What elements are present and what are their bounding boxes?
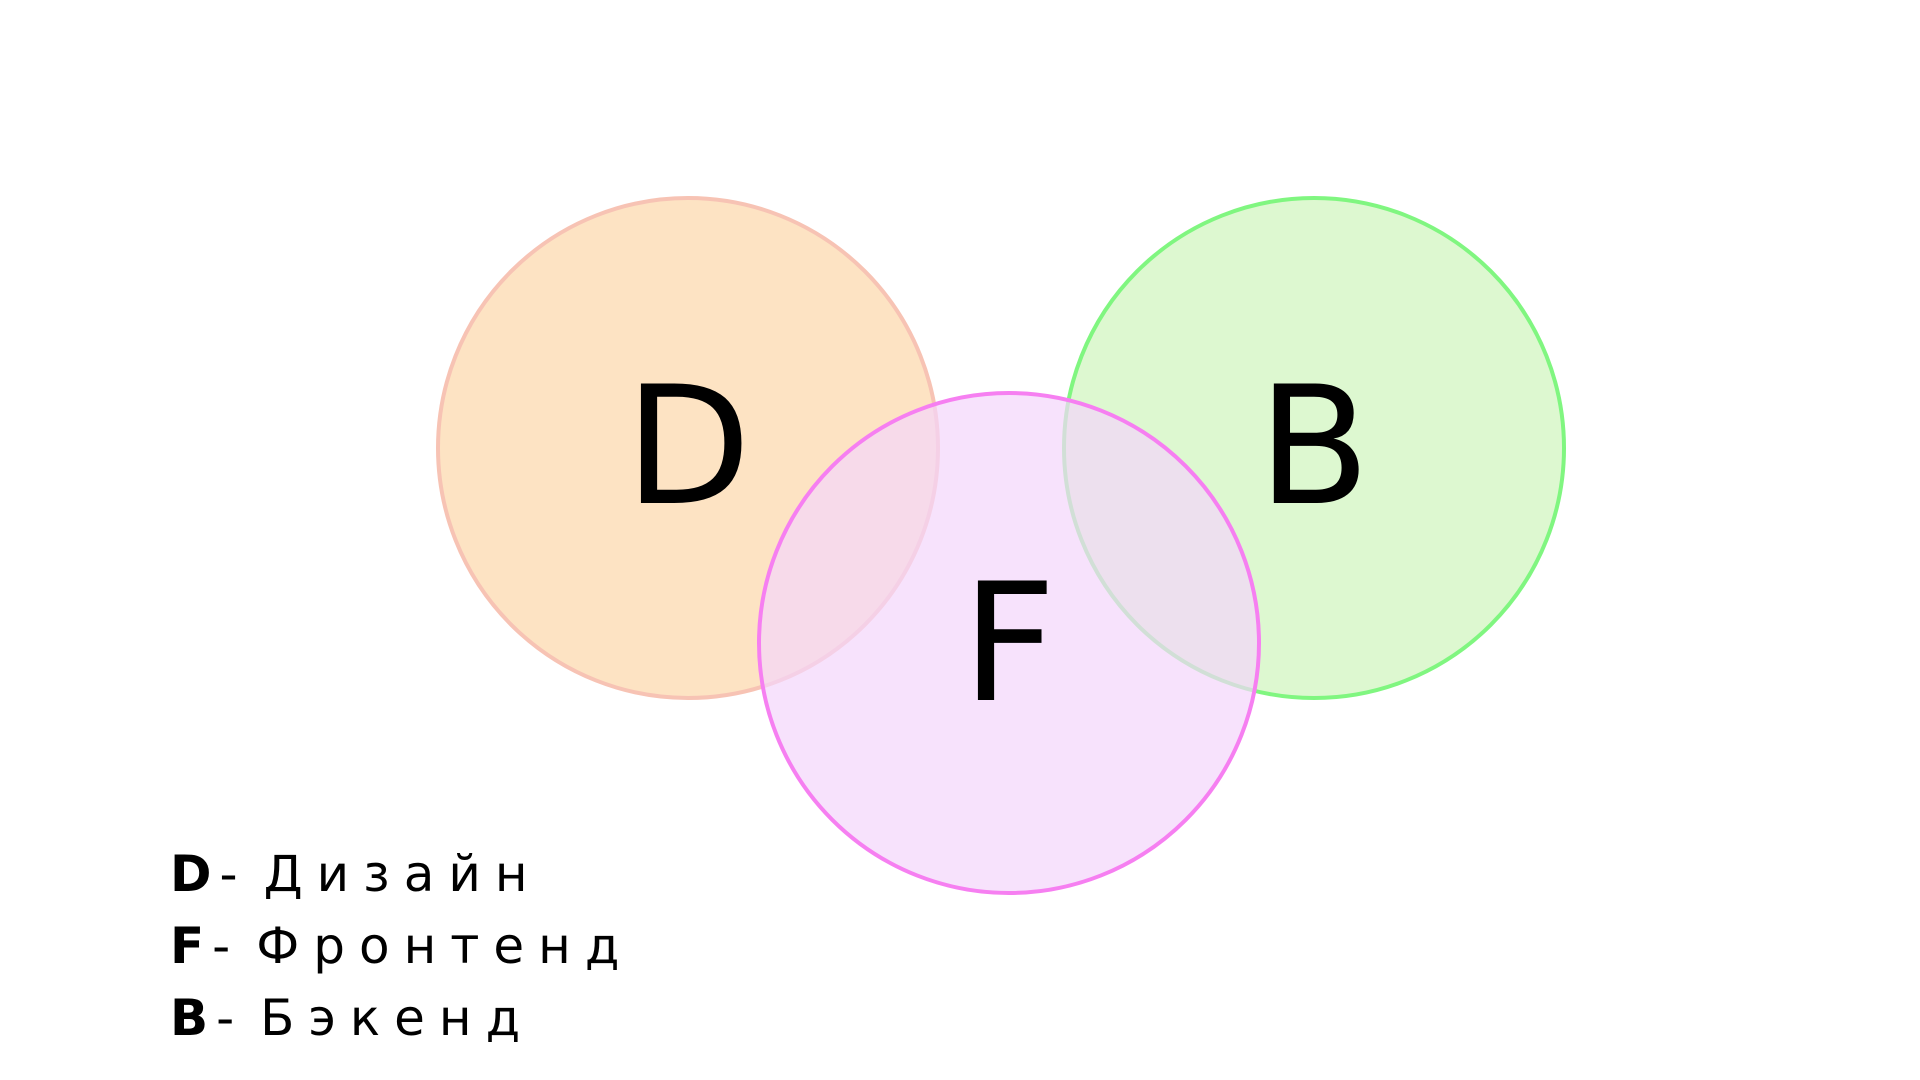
design-circle-letter: D	[625, 351, 751, 542]
legend-label: Дизайн	[263, 845, 542, 903]
legend-item-backend: B-Бэкенд	[170, 982, 633, 1054]
legend-item-frontend: F-Фронтенд	[170, 910, 633, 982]
frontend-circle-outline	[757, 391, 1261, 895]
legend-key: F	[170, 917, 205, 975]
backend-circle-letter: B	[1258, 351, 1371, 542]
legend-key: D	[170, 845, 212, 903]
legend: D-Дизайн F-Фронтенд B-Бэкенд	[170, 838, 633, 1054]
legend-dash: -	[219, 845, 238, 903]
legend-item-design: D-Дизайн	[170, 838, 633, 910]
legend-label: Бэкенд	[260, 989, 535, 1047]
legend-key: B	[170, 989, 209, 1047]
legend-dash: -	[212, 917, 231, 975]
legend-dash: -	[216, 989, 235, 1047]
frontend-circle	[759, 393, 1259, 893]
frontend-circle-letter: F	[962, 548, 1056, 739]
legend-label: Фронтенд	[256, 917, 634, 975]
